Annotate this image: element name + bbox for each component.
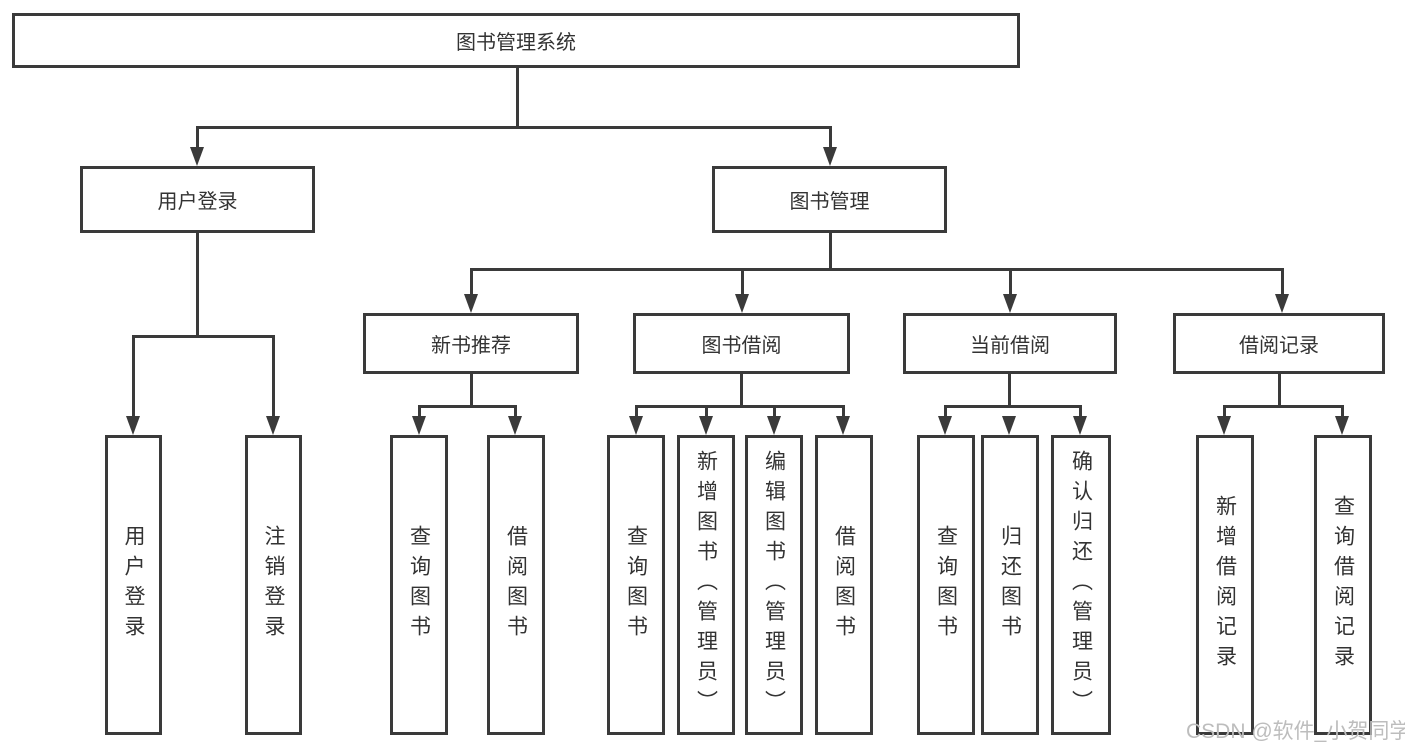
connector-line <box>516 68 519 128</box>
leaf-add-borrow-record: 新增借阅记录 <box>1196 435 1254 735</box>
node-label: 新书推荐 <box>431 335 511 357</box>
leaf-query-books: 查询图书 <box>390 435 448 735</box>
connector-line <box>1278 374 1281 408</box>
arrow-down-icon <box>836 416 850 435</box>
arrow-down-icon <box>1002 416 1016 435</box>
node-new-book-recommend: 新书推荐 <box>363 313 579 374</box>
leaf-add-books-admin: 新增图书（管理员） <box>677 435 735 735</box>
leaf-query-borrow-record: 查询借阅记录 <box>1314 435 1372 735</box>
connector-line <box>944 405 1082 408</box>
connector-line <box>196 233 199 338</box>
node-label: 图书管理系统 <box>456 32 576 54</box>
connector-line <box>635 405 638 419</box>
connector-line <box>944 405 947 419</box>
leaf-query-books: 查询图书 <box>607 435 665 735</box>
leaf-borrow-books: 借阅图书 <box>815 435 873 735</box>
arrow-down-icon <box>412 416 426 435</box>
leaf-logout: 注销登录 <box>245 435 302 735</box>
arrow-down-icon <box>938 416 952 435</box>
node-label: 借阅记录 <box>1239 335 1319 357</box>
arrow-down-icon <box>266 416 280 435</box>
leaf-query-books: 查询图书 <box>917 435 975 735</box>
connector-line <box>829 126 832 149</box>
node-book-borrowing: 图书借阅 <box>633 313 850 374</box>
connector-line <box>470 374 473 408</box>
arrow-down-icon <box>629 416 643 435</box>
node-label: 当前借阅 <box>970 335 1050 357</box>
connector-line <box>705 405 708 419</box>
node-root-library-system: 图书管理系统 <box>12 13 1020 68</box>
connector-line <box>1008 374 1011 408</box>
node-label: 确认归还（管理员） <box>1069 450 1093 720</box>
node-label: 查询图书 <box>407 525 431 645</box>
arrow-down-icon <box>464 294 478 313</box>
connector-line <box>842 405 845 419</box>
connector-line <box>1079 405 1082 419</box>
arrow-down-icon <box>1217 416 1231 435</box>
node-label: 用户登录 <box>157 191 238 213</box>
connector-line <box>470 268 1284 271</box>
node-label: 图书借阅 <box>701 335 782 357</box>
node-label: 用户登录 <box>122 525 145 645</box>
arrow-down-icon <box>1275 294 1289 313</box>
node-current-borrowing: 当前借阅 <box>903 313 1117 374</box>
connector-line <box>1009 268 1012 296</box>
connector-line <box>1281 268 1284 296</box>
connector-line <box>418 405 421 419</box>
node-label: 查询图书 <box>934 525 958 645</box>
connector-line <box>514 405 517 419</box>
arrow-down-icon <box>190 147 204 166</box>
connector-line <box>1223 405 1226 419</box>
node-label: 注销登录 <box>262 525 285 645</box>
connector-line <box>196 126 199 149</box>
connector-line <box>635 405 845 408</box>
node-book-management: 图书管理 <box>712 166 947 233</box>
arrow-down-icon <box>126 416 140 435</box>
leaf-return-books: 归还图书 <box>981 435 1039 735</box>
leaf-user-login: 用户登录 <box>105 435 162 735</box>
node-label: 借阅图书 <box>504 525 528 645</box>
arrow-down-icon <box>823 147 837 166</box>
arrow-down-icon <box>699 416 713 435</box>
connector-line <box>470 268 473 296</box>
connector-line <box>418 405 517 408</box>
connector-line <box>773 405 776 419</box>
connector-line <box>272 335 275 418</box>
leaf-borrow-books: 借阅图书 <box>487 435 545 735</box>
node-user-login: 用户登录 <box>80 166 315 233</box>
connector-line <box>741 268 744 296</box>
arrow-down-icon <box>735 294 749 313</box>
arrow-down-icon <box>508 416 522 435</box>
node-label: 归还图书 <box>998 525 1022 645</box>
arrow-down-icon <box>1003 294 1017 313</box>
connector-line <box>132 335 275 338</box>
leaf-confirm-return-admin: 确认归还（管理员） <box>1051 435 1111 735</box>
node-label: 编辑图书（管理员） <box>762 450 786 720</box>
connector-line <box>1223 405 1343 408</box>
node-label: 查询借阅记录 <box>1331 495 1355 675</box>
connector-line <box>740 374 743 408</box>
connector-line <box>196 126 832 129</box>
connector-line <box>132 335 135 418</box>
node-label: 新增图书（管理员） <box>694 450 718 720</box>
node-label: 查询图书 <box>624 525 648 645</box>
arrow-down-icon <box>1335 416 1349 435</box>
csdn-watermark: CSDN @软件_小贺同学 <box>1186 720 1405 743</box>
node-label: 借阅图书 <box>832 525 856 645</box>
leaf-edit-books-admin: 编辑图书（管理员） <box>745 435 803 735</box>
connector-line <box>1341 405 1344 419</box>
node-label: 图书管理 <box>789 191 870 213</box>
arrow-down-icon <box>767 416 781 435</box>
connector-line <box>829 233 832 270</box>
node-borrowing-records: 借阅记录 <box>1173 313 1385 374</box>
arrow-down-icon <box>1073 416 1087 435</box>
node-label: 新增借阅记录 <box>1213 495 1237 675</box>
